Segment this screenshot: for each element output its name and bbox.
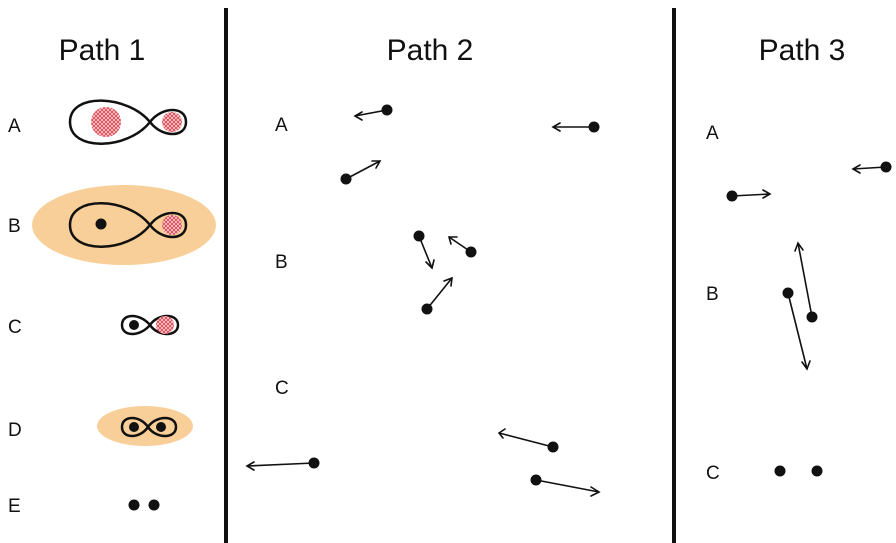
path1-c-figure bbox=[120, 314, 180, 336]
path2-a-arrow-1 bbox=[353, 104, 393, 121]
path3-a-arrow-2 bbox=[726, 189, 772, 202]
path1-e-figure bbox=[128, 499, 160, 511]
title-path-2: Path 2 bbox=[387, 34, 474, 67]
path2-label-a: A bbox=[275, 115, 288, 136]
path3-c-pair bbox=[774, 465, 823, 477]
black-hole-c bbox=[129, 320, 139, 330]
title-path-3: Path 3 bbox=[759, 34, 846, 67]
path3-a-arrow-1 bbox=[851, 161, 892, 174]
path2-b-arrow-2 bbox=[447, 236, 477, 258]
hatched-star-small-a bbox=[162, 112, 182, 132]
black-hole-d-right bbox=[156, 422, 166, 432]
hatched-star-large-a bbox=[91, 107, 121, 137]
halo-b bbox=[32, 185, 216, 265]
path1-b-figure bbox=[32, 185, 216, 265]
path3-c-dot-right bbox=[811, 465, 823, 477]
path2-b-arrow-3 bbox=[421, 276, 453, 315]
halo-d bbox=[97, 406, 193, 446]
hatched-star-b bbox=[162, 215, 182, 235]
path3-b-arrow-2 bbox=[794, 241, 818, 323]
path3-label-c: C bbox=[706, 463, 720, 484]
path2-a-arrow-2 bbox=[551, 121, 600, 133]
path1-label-d: D bbox=[8, 420, 22, 441]
path3-b-arrow-1 bbox=[782, 287, 811, 371]
path1-label-b: B bbox=[8, 216, 21, 237]
path2-label-b: B bbox=[275, 252, 288, 273]
path1-label-e: E bbox=[8, 496, 21, 517]
path2-c-arrow-1 bbox=[497, 428, 559, 453]
path1-a-figure bbox=[68, 99, 188, 145]
figure-eight-loop-d bbox=[120, 416, 178, 438]
black-hole-e-right bbox=[148, 499, 160, 511]
path2-a-arrow-3 bbox=[340, 160, 382, 185]
path3-label-a: A bbox=[706, 123, 719, 144]
figure-eight-loop-b bbox=[68, 202, 188, 248]
black-hole-e-left bbox=[128, 499, 140, 511]
path2-b-arrow-1 bbox=[413, 230, 435, 270]
path3-label-b: B bbox=[706, 284, 719, 305]
black-hole-b bbox=[95, 218, 107, 230]
path1-d-figure bbox=[97, 406, 193, 446]
title-path-1: Path 1 bbox=[59, 34, 146, 67]
path1-label-a: A bbox=[8, 116, 21, 137]
figure-eight-loop-c bbox=[120, 314, 180, 336]
path1-label-c: C bbox=[8, 317, 22, 338]
path2-label-c: C bbox=[275, 378, 289, 399]
path3-c-dot-left bbox=[774, 465, 786, 477]
figure-eight-loop-a bbox=[68, 99, 188, 145]
hatched-star-c bbox=[156, 316, 174, 334]
path2-c-arrow-2 bbox=[245, 457, 320, 471]
path2-c-arrow-3 bbox=[530, 474, 601, 497]
black-hole-d-left bbox=[129, 422, 139, 432]
